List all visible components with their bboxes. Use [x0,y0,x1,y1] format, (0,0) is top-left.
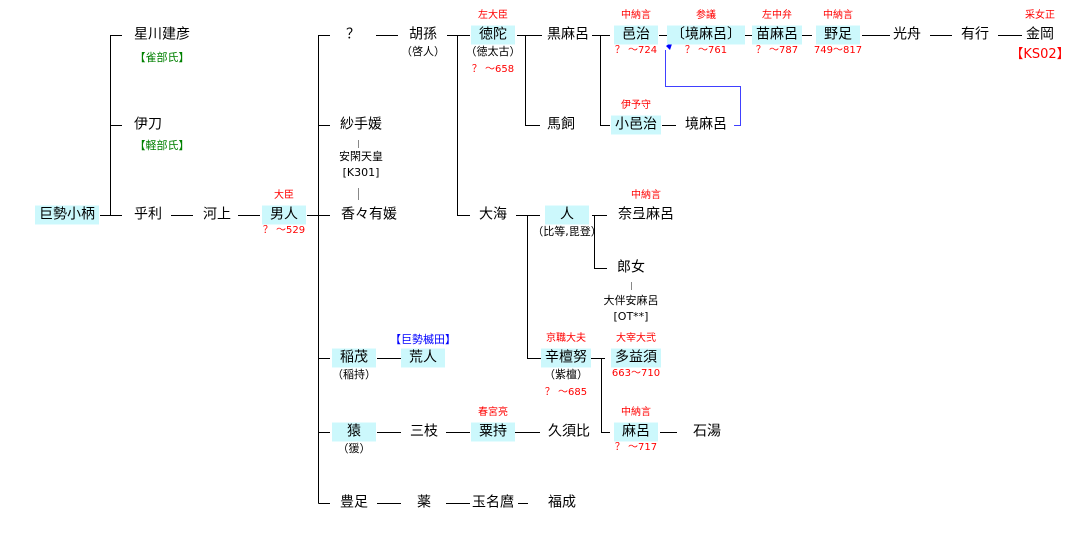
office-title: 春宮亮 [478,407,508,418]
office-title: 大宰大弐 [616,333,656,344]
person-fukunari[interactable]: 福成 [548,494,576,511]
person-ogara[interactable]: 巨勢小柄 [35,205,99,225]
office-title: 京職大夫 [546,333,586,344]
person-kaka[interactable]: 香々有媛 [341,206,397,223]
person-mieda[interactable]: 三枝 [410,423,438,440]
spouse-name: 安閑天皇 [339,150,383,163]
person-kusuri[interactable]: 薬 [417,494,431,511]
office-title: 中納言 [823,10,853,21]
person-ariyuki[interactable]: 有行 [961,26,989,43]
life-years: 663～710 [611,368,661,379]
life-years: ？ ～724 [614,45,658,56]
person-hito[interactable]: 人 [545,205,589,225]
office-title: 中納言 [621,10,651,21]
office-title: 左大臣 [478,10,508,21]
person-tayasu[interactable]: 多益須 [611,348,661,368]
person-ohji[interactable]: 邑治 [614,25,658,45]
person-kanaoka[interactable]: 金岡 [1026,26,1054,43]
person-notari[interactable]: 野足 [816,25,860,45]
office-title: 伊予守 [621,100,651,111]
person-inamo[interactable]: 稲茂 [332,348,376,368]
person-arahito[interactable]: 荒人 [401,348,445,368]
alias-name: （紫檀） [544,368,588,381]
office-title: 中納言 [621,407,651,418]
life-years: ？ ～685 [544,387,588,398]
person-hari[interactable]: 乎利 [134,206,162,223]
person-toyotari[interactable]: 豊足 [340,494,368,511]
person-iwayu[interactable]: 石湯 [693,423,721,440]
person-saru[interactable]: 猿 [332,422,376,442]
person-iratsume[interactable]: 郎女 [617,259,645,276]
person-umakai[interactable]: 馬飼 [547,116,575,133]
alias-name: （徳太古） [465,45,521,58]
clan-label: 【雀部氏】 [134,51,190,64]
person-kawakami[interactable]: 河上 [203,206,231,223]
reference-code: 【KS02】 [1010,47,1070,62]
person-hoshikawa[interactable]: 星川建彦 [134,26,190,43]
person-oumi[interactable]: 大海 [479,206,507,223]
person-naemaro[interactable]: 苗麻呂 [752,25,802,45]
spouse-code: [OT**] [613,310,649,323]
alias-name: （稲持） [332,368,376,381]
office-title: 左中弁 [762,10,792,21]
spouse-code: [K301] [342,166,380,179]
alias-name: （比等,毘登） [532,225,602,238]
person-nademaro[interactable]: 奈弖麻呂 [618,206,674,223]
person-kurumochi[interactable]: 粟持 [471,422,515,442]
life-years: ？ ～761 [684,45,728,56]
person-kusuhi[interactable]: 久須比 [548,423,590,440]
clan-label: 【軽部氏】 [134,139,190,152]
person-koson[interactable]: 胡孫 [409,26,437,43]
office-title: 中納言 [631,190,661,201]
person-kuromaro[interactable]: 黒麻呂 [547,26,589,43]
life-years: ？ ～717 [614,442,658,453]
alias-name: （猨） [337,442,371,455]
clan-label: 【巨勢楲田】 [390,333,456,346]
spouse-name: 大伴安麻呂 [603,294,659,307]
office-title: 大臣 [274,190,294,201]
person-shitanu[interactable]: 辛檀努 [541,348,591,368]
person-ito[interactable]: 伊刀 [134,116,162,133]
person-sate[interactable]: 紗手媛 [340,116,382,133]
person-tokuda[interactable]: 徳陀 [471,25,515,45]
life-years: ？ ～658 [471,64,515,75]
person-koohji[interactable]: 小邑治 [611,115,661,135]
person-sakaimaro2[interactable]: 境麻呂 [685,116,727,133]
life-years: 749～817 [813,45,863,56]
office-title: 采女正 [1025,10,1055,21]
life-years: ？ ～787 [755,45,799,56]
person-sakaimaro[interactable]: 〔境麻呂〕 [667,25,745,45]
person-tamanamaro[interactable]: 玉名麿 [472,494,514,511]
person-mitsufune[interactable]: 光舟 [893,26,921,43]
person-unknown[interactable]: ？ [346,26,360,43]
person-ohito[interactable]: 男人 [262,205,306,225]
alias-name: （啓人） [401,45,445,58]
person-maro[interactable]: 麻呂 [614,422,658,442]
life-years: ？ ～529 [262,225,306,236]
office-title: 参議 [696,10,716,21]
